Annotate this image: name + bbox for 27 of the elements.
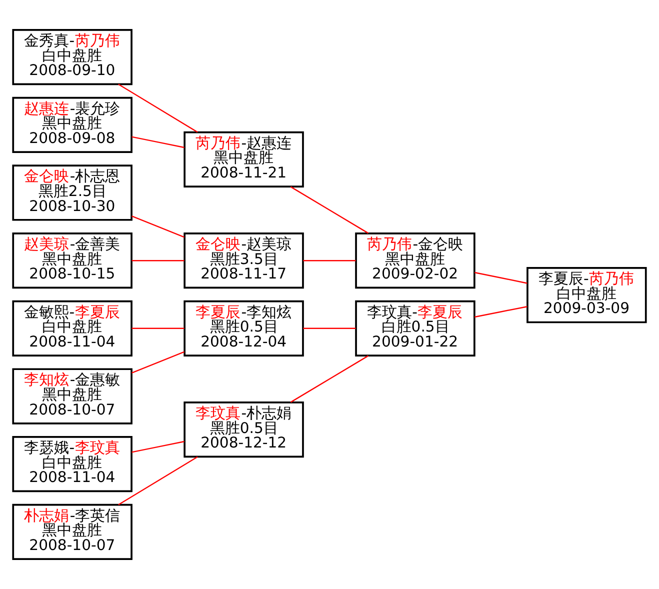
node-box: 芮乃伟-金仑映 黑中盘胜 2009-02-02: [355, 232, 476, 289]
connector: [132, 260, 184, 262]
node-box: 金仑映-朴志恩 黑胜2.5目 2008-10-30: [12, 164, 132, 221]
node-box: 赵美琼-金善美 黑中盘胜 2008-10-15: [12, 232, 132, 289]
connector: [303, 260, 356, 262]
connector: [132, 328, 184, 330]
node-box: 赵惠连-裴允珍 黑中盘胜 2008-09-08: [12, 96, 132, 153]
node-box: 李夏辰-芮乃伟 白中盘胜 2009-03-09: [526, 267, 647, 324]
node-box: 李瑟娥-李玟真 白中盘胜 2008-11-04: [12, 436, 132, 492]
node-box: 李玟真-李夏辰 白胜0.5目 2009-01-22: [355, 300, 476, 356]
node-box: 金敏熙-李夏辰 白中盘胜 2008-11-04: [12, 300, 132, 356]
node-box: 金秀真-芮乃伟 白中盘胜 2008-09-10: [12, 29, 132, 86]
connector: [132, 136, 184, 148]
node-box: 李玟真-朴志娟 黑胜0.5目 2008-12-12: [184, 402, 304, 458]
connector: [474, 306, 528, 318]
node-box: 金仑映-赵美琼 黑胜3.5目 2008-11-17: [184, 232, 304, 289]
connector: [290, 186, 369, 234]
node-box: 李夏辰-李知炫 黑胜0.5目 2008-12-04: [184, 300, 304, 356]
connector: [303, 328, 356, 330]
connector: [132, 440, 184, 453]
connector: [132, 216, 185, 238]
connector: [474, 272, 528, 284]
node-box: 朴志娟-李英信 黑中盘胜 2008-10-07: [12, 504, 132, 560]
node-box: 芮乃伟-赵惠连 黑中盘胜 2008-11-21: [184, 131, 304, 188]
connector: [132, 351, 185, 374]
connector: [290, 355, 369, 403]
node-box: 李知炫-金惠敏 黑中盘胜 2008-10-07: [12, 368, 132, 424]
